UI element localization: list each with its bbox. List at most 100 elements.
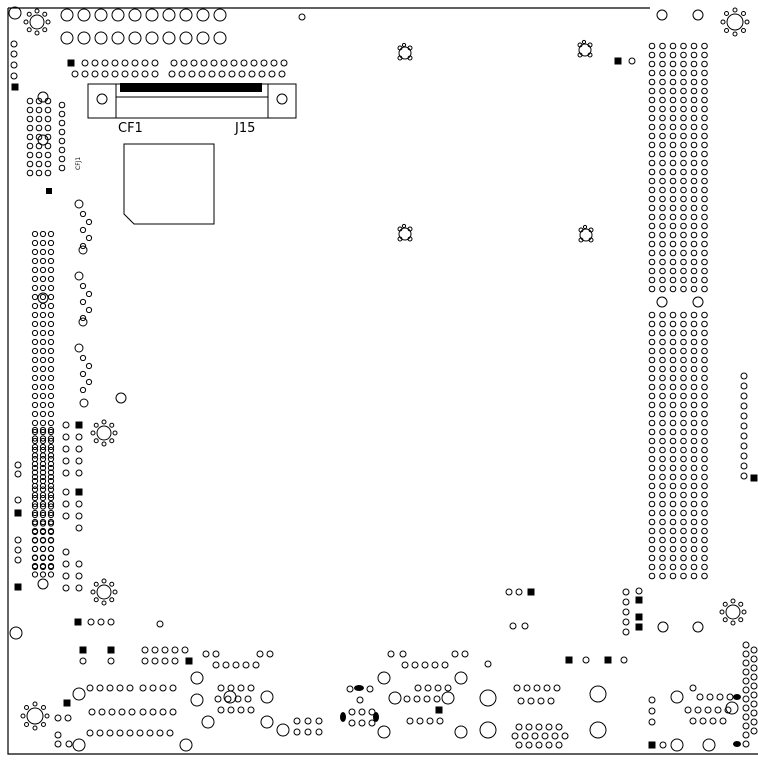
hole [35, 151, 43, 159]
square-pad [67, 59, 75, 67]
hole [669, 96, 677, 104]
hole [39, 347, 47, 355]
hole [31, 275, 39, 283]
hole [670, 690, 684, 704]
hole [31, 230, 39, 238]
hole [659, 213, 666, 221]
hole [39, 452, 47, 459]
hole [701, 311, 708, 319]
hole [582, 224, 588, 230]
hole [218, 70, 226, 78]
hole [669, 42, 677, 50]
hole [109, 438, 115, 444]
hole [740, 452, 748, 460]
hole [407, 226, 413, 232]
hole [101, 59, 109, 67]
hole [648, 159, 656, 167]
hole [106, 684, 114, 692]
hole [31, 284, 39, 292]
hole [75, 500, 83, 508]
hole [648, 509, 656, 517]
hole [258, 70, 266, 78]
hole [742, 695, 750, 703]
hole [525, 741, 533, 749]
hole [587, 42, 593, 48]
hole [178, 70, 186, 78]
hole [10, 72, 18, 80]
hole [680, 554, 687, 562]
hole [60, 8, 74, 22]
hole [690, 60, 698, 68]
hole [669, 168, 677, 176]
hole [115, 392, 127, 404]
hole [47, 338, 55, 346]
hole [701, 482, 708, 490]
hole [669, 87, 677, 95]
hole [680, 536, 687, 544]
hole [690, 213, 698, 221]
hole [680, 222, 687, 230]
hole [740, 472, 748, 480]
hole [709, 717, 717, 725]
hole [750, 718, 758, 726]
hole [47, 230, 55, 238]
hole [37, 292, 49, 304]
hole [659, 446, 666, 454]
hole [669, 545, 677, 553]
hole [377, 671, 391, 685]
hole [742, 704, 750, 712]
hole [14, 470, 22, 478]
hole [85, 378, 93, 386]
hole [690, 159, 698, 167]
hole [31, 528, 39, 536]
hole [47, 486, 55, 493]
hole [701, 437, 708, 445]
hole [26, 27, 32, 33]
board-edge [7, 8, 758, 755]
hole [648, 231, 656, 239]
hole [270, 59, 278, 67]
hole [39, 383, 47, 391]
hole [111, 8, 125, 22]
hole [690, 374, 698, 382]
hole [397, 55, 403, 61]
hole [47, 435, 55, 442]
hole [47, 460, 55, 468]
hole [690, 231, 698, 239]
hole [659, 545, 666, 553]
hole [169, 684, 177, 692]
hole [690, 365, 698, 373]
hole [690, 258, 698, 266]
hole [47, 356, 55, 364]
hole [171, 657, 179, 665]
hole [436, 717, 444, 725]
hole [26, 97, 34, 105]
hole [659, 141, 666, 149]
hole [680, 329, 687, 337]
hole [669, 473, 677, 481]
hole [39, 320, 47, 328]
hole [692, 9, 704, 21]
hole [680, 231, 687, 239]
hole [690, 320, 698, 328]
standoff [578, 43, 592, 57]
hole [39, 545, 47, 553]
hole [85, 290, 93, 298]
hole [648, 258, 656, 266]
hole [358, 708, 366, 716]
hole [128, 31, 142, 45]
square-pad [565, 656, 573, 664]
hole [39, 410, 47, 418]
hole [58, 128, 66, 136]
hole [39, 509, 47, 517]
hole [39, 419, 47, 427]
hole [555, 723, 563, 731]
hole [31, 571, 39, 578]
hole [75, 524, 83, 532]
hole [377, 725, 391, 739]
hole [47, 503, 55, 510]
hole [701, 509, 708, 517]
hole [648, 392, 656, 400]
hole [126, 729, 134, 737]
